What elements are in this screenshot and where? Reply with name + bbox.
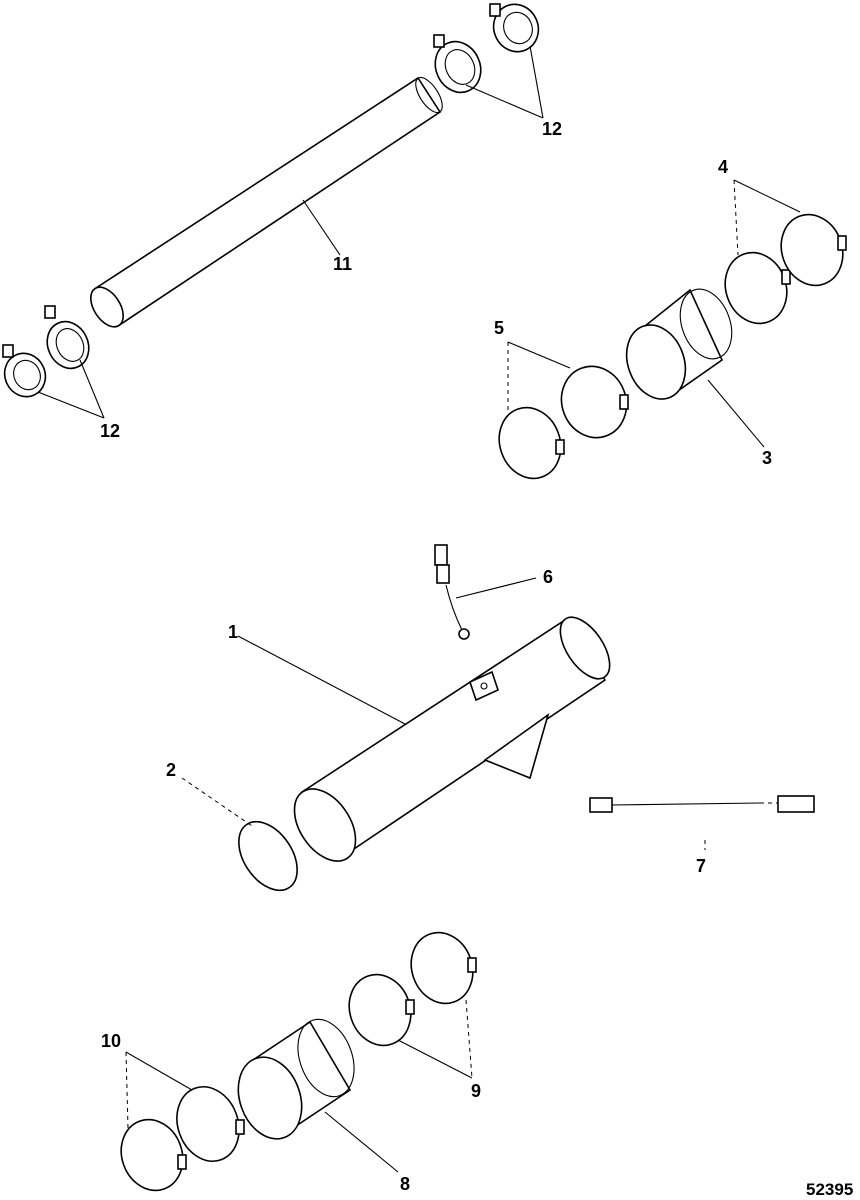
figure-number: 52395 <box>806 1180 853 1199</box>
callout-10: 10 <box>101 1031 121 1051</box>
callout-5: 5 <box>494 318 504 338</box>
part-12-clamp-top-2 <box>489 3 540 53</box>
part-12-clamp-left-1 <box>44 305 90 370</box>
part-12-clamp-left-2 <box>2 344 47 398</box>
part-11-tube <box>90 76 443 328</box>
part-5-clamp-1 <box>498 406 565 480</box>
part-12-clamp-top-1 <box>433 34 482 94</box>
part-6-sensor <box>434 544 537 640</box>
part-10-clamp-2 <box>176 1086 245 1162</box>
callout-9: 9 <box>471 1081 481 1101</box>
part-4-clamp-1 <box>724 251 791 325</box>
part-1-exhaust-pipe <box>237 616 611 862</box>
part-5-clamp-2 <box>560 365 629 439</box>
callout-3: 3 <box>762 448 772 468</box>
callout-2: 2 <box>166 760 176 780</box>
part-8-sleeve <box>237 1018 399 1173</box>
callout-11: 11 <box>333 254 352 274</box>
part-3-sleeve <box>625 288 765 448</box>
part-9-clamp-2 <box>410 931 477 1005</box>
callout-1: 1 <box>228 622 238 642</box>
callout-12-left: 12 <box>100 421 120 441</box>
part-9-clamp-1 <box>348 973 415 1047</box>
callout-8: 8 <box>400 1174 410 1194</box>
part-7-harness <box>589 795 815 850</box>
callout-7: 7 <box>696 856 706 876</box>
callout-12-top: 12 <box>542 119 562 139</box>
part-10-clamp-1 <box>120 1118 187 1192</box>
callout-4: 4 <box>718 157 728 177</box>
callout-6: 6 <box>543 567 553 587</box>
part-4-clamp-2 <box>780 213 847 287</box>
part-2-gasket <box>181 777 298 892</box>
